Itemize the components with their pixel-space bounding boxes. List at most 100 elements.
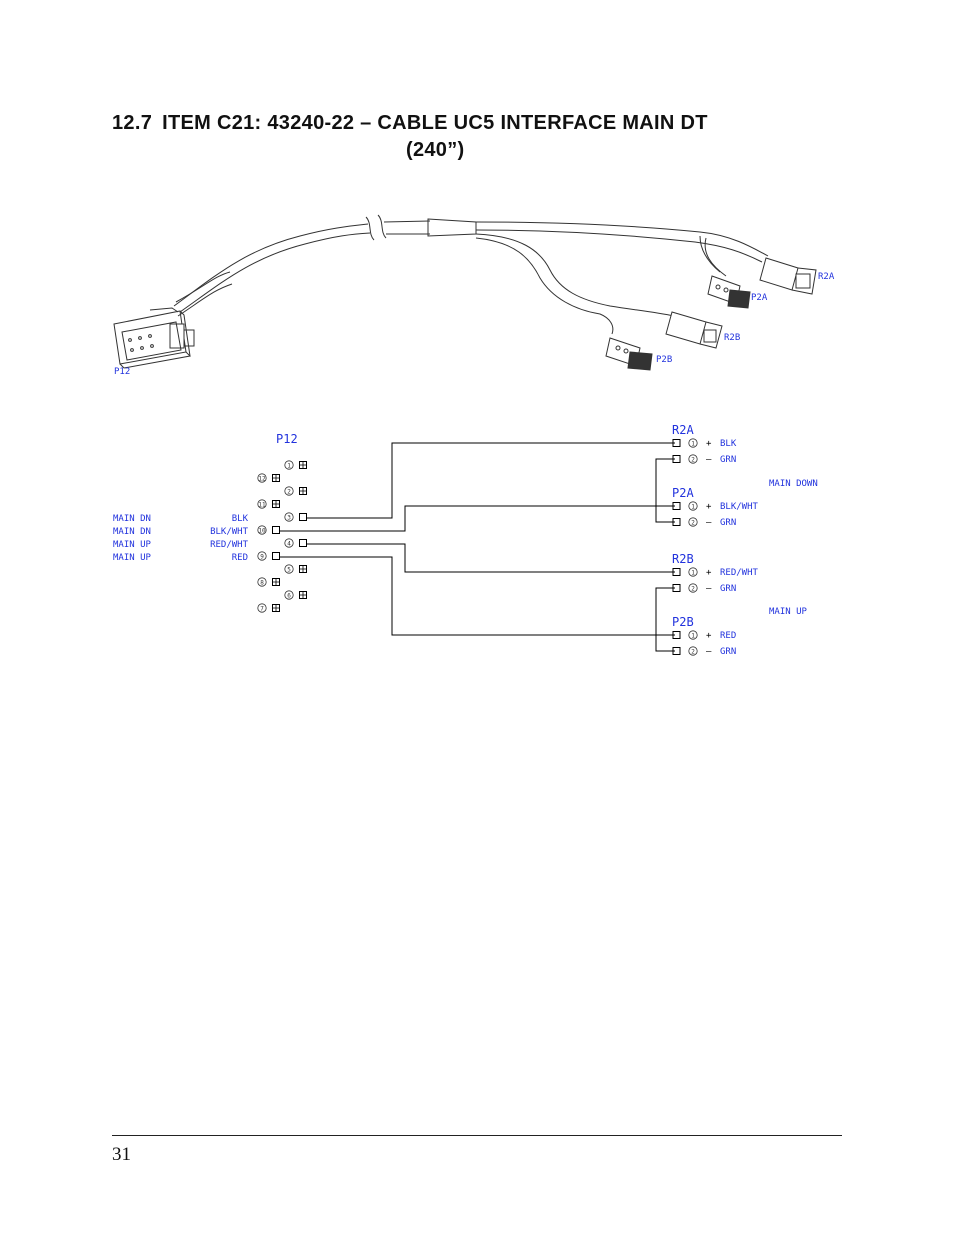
pin-number: 9 [260, 553, 264, 560]
pin-number: 2 [691, 519, 695, 526]
pin-plug-icon [299, 591, 307, 599]
p12-pin-list: 1 12 2 11 3 10 4 9 5 8 6 7 [257, 460, 307, 613]
pin-plug-icon [272, 500, 280, 508]
pin-polarity: – [706, 584, 712, 594]
label-r2a: R2A [818, 272, 835, 282]
group-label-main-up: MAIN UP [769, 607, 808, 617]
pin-number: 2 [287, 488, 291, 495]
p12-pin: 8 [257, 577, 280, 587]
pin-terminal-icon [272, 526, 280, 534]
pin-circle-icon [688, 630, 698, 640]
section-number: 12.7 [112, 112, 153, 134]
pin-plug-icon [299, 461, 307, 469]
pin-circle-icon [257, 577, 267, 587]
pin-polarity: – [706, 455, 712, 465]
pin-polarity: + [706, 631, 712, 641]
pin-circle-icon [688, 583, 698, 593]
ground-link-down [655, 458, 675, 523]
footer-rule [112, 1135, 842, 1136]
label-p2a: P2A [751, 293, 768, 303]
pin-number: 4 [287, 540, 291, 547]
p2a-connector-icon [707, 275, 751, 309]
pin-number: 8 [260, 579, 264, 586]
wire-blk-wht [280, 505, 675, 532]
pin-number: 1 [691, 503, 695, 510]
pin-number: 12 [258, 475, 266, 482]
pin-terminal-icon [299, 513, 307, 521]
pin-plug-icon [272, 578, 280, 586]
p12-pin: 5 [284, 564, 307, 574]
pin-number: 2 [691, 585, 695, 592]
p2b-connector-icon [605, 337, 653, 371]
pin-circle-icon [257, 473, 267, 483]
pin-plug-icon [299, 487, 307, 495]
wire-red [280, 556, 675, 636]
pin-circle-icon [257, 525, 267, 535]
pin-wire-color: BLK [720, 439, 737, 449]
cable-illustration [113, 214, 817, 371]
pin-polarity: + [706, 502, 712, 512]
pin-circle-icon [257, 499, 267, 509]
pin-terminal-icon [299, 539, 307, 547]
pin-circle-icon [688, 567, 698, 577]
connector-pin-blocks: R2A1+BLK2–GRNP2A1+BLK/WHT2–GRNR2B1+RED/W… [672, 423, 759, 657]
page-number: 31 [112, 1144, 131, 1165]
signal-function: MAIN UP [113, 540, 152, 550]
connector-title: R2B [672, 552, 694, 566]
pin-circle-icon [257, 603, 267, 613]
pin-circle-icon [688, 517, 698, 527]
pin-circle-icon [284, 460, 294, 470]
illustration-labels: P12 R2A P2A R2B P2B [114, 272, 835, 377]
pin-circle-icon [284, 512, 294, 522]
p12-pin: 6 [284, 590, 307, 600]
signal-function: MAIN DN [113, 514, 151, 524]
pin-number: 1 [691, 440, 695, 447]
pin-circle-icon [284, 590, 294, 600]
p12-connector-icon [113, 307, 195, 369]
pin-polarity: – [706, 647, 712, 657]
wires [280, 442, 675, 652]
pin-number: 3 [287, 514, 291, 521]
pin-plug-icon [272, 604, 280, 612]
pin-circle-icon [257, 551, 267, 561]
pin-plug-icon [272, 474, 280, 482]
section-heading: 12.7 ITEM C21: 43240-22 – CABLE UC5 INTER… [112, 110, 708, 164]
r2a-connector-icon [759, 257, 817, 295]
pin-circle-icon [688, 646, 698, 656]
p12-pin: 3 [284, 512, 307, 522]
pin-circle-icon [284, 538, 294, 548]
signal-wire-color: RED/WHT [210, 540, 249, 550]
wire-red-wht [307, 543, 675, 573]
pin-wire-color: BLK/WHT [720, 502, 759, 512]
p12-pin: 7 [257, 603, 280, 613]
pin-circle-icon [688, 438, 698, 448]
pin-number: 2 [691, 456, 695, 463]
pin-wire-color: GRN [720, 584, 736, 594]
pin-number: 11 [258, 501, 266, 508]
pin-wire-color: GRN [720, 455, 736, 465]
pin-wire-color: GRN [720, 647, 736, 657]
connector-title: R2A [672, 423, 694, 437]
label-p12: P12 [114, 367, 130, 377]
p12-pin: 4 [284, 538, 307, 548]
heading-line-1: ITEM C21: 43240-22 – CABLE UC5 INTERFACE… [162, 112, 708, 134]
pin-circle-icon [284, 564, 294, 574]
pin-circle-icon [284, 486, 294, 496]
pin-number: 5 [287, 566, 291, 573]
p12-pin: 1 [284, 460, 307, 470]
ground-link-up [655, 587, 675, 652]
pin-number: 6 [287, 592, 291, 599]
signal-function: MAIN DN [113, 527, 151, 537]
pin-plug-icon [299, 565, 307, 573]
pin-number: 7 [260, 605, 264, 612]
pin-polarity: + [706, 568, 712, 578]
connector-title: P2B [672, 615, 694, 629]
heading-line-2: (240”) [406, 139, 465, 161]
pin-polarity: – [706, 518, 712, 528]
pin-number: 1 [691, 569, 695, 576]
pin-number: 10 [258, 527, 266, 534]
